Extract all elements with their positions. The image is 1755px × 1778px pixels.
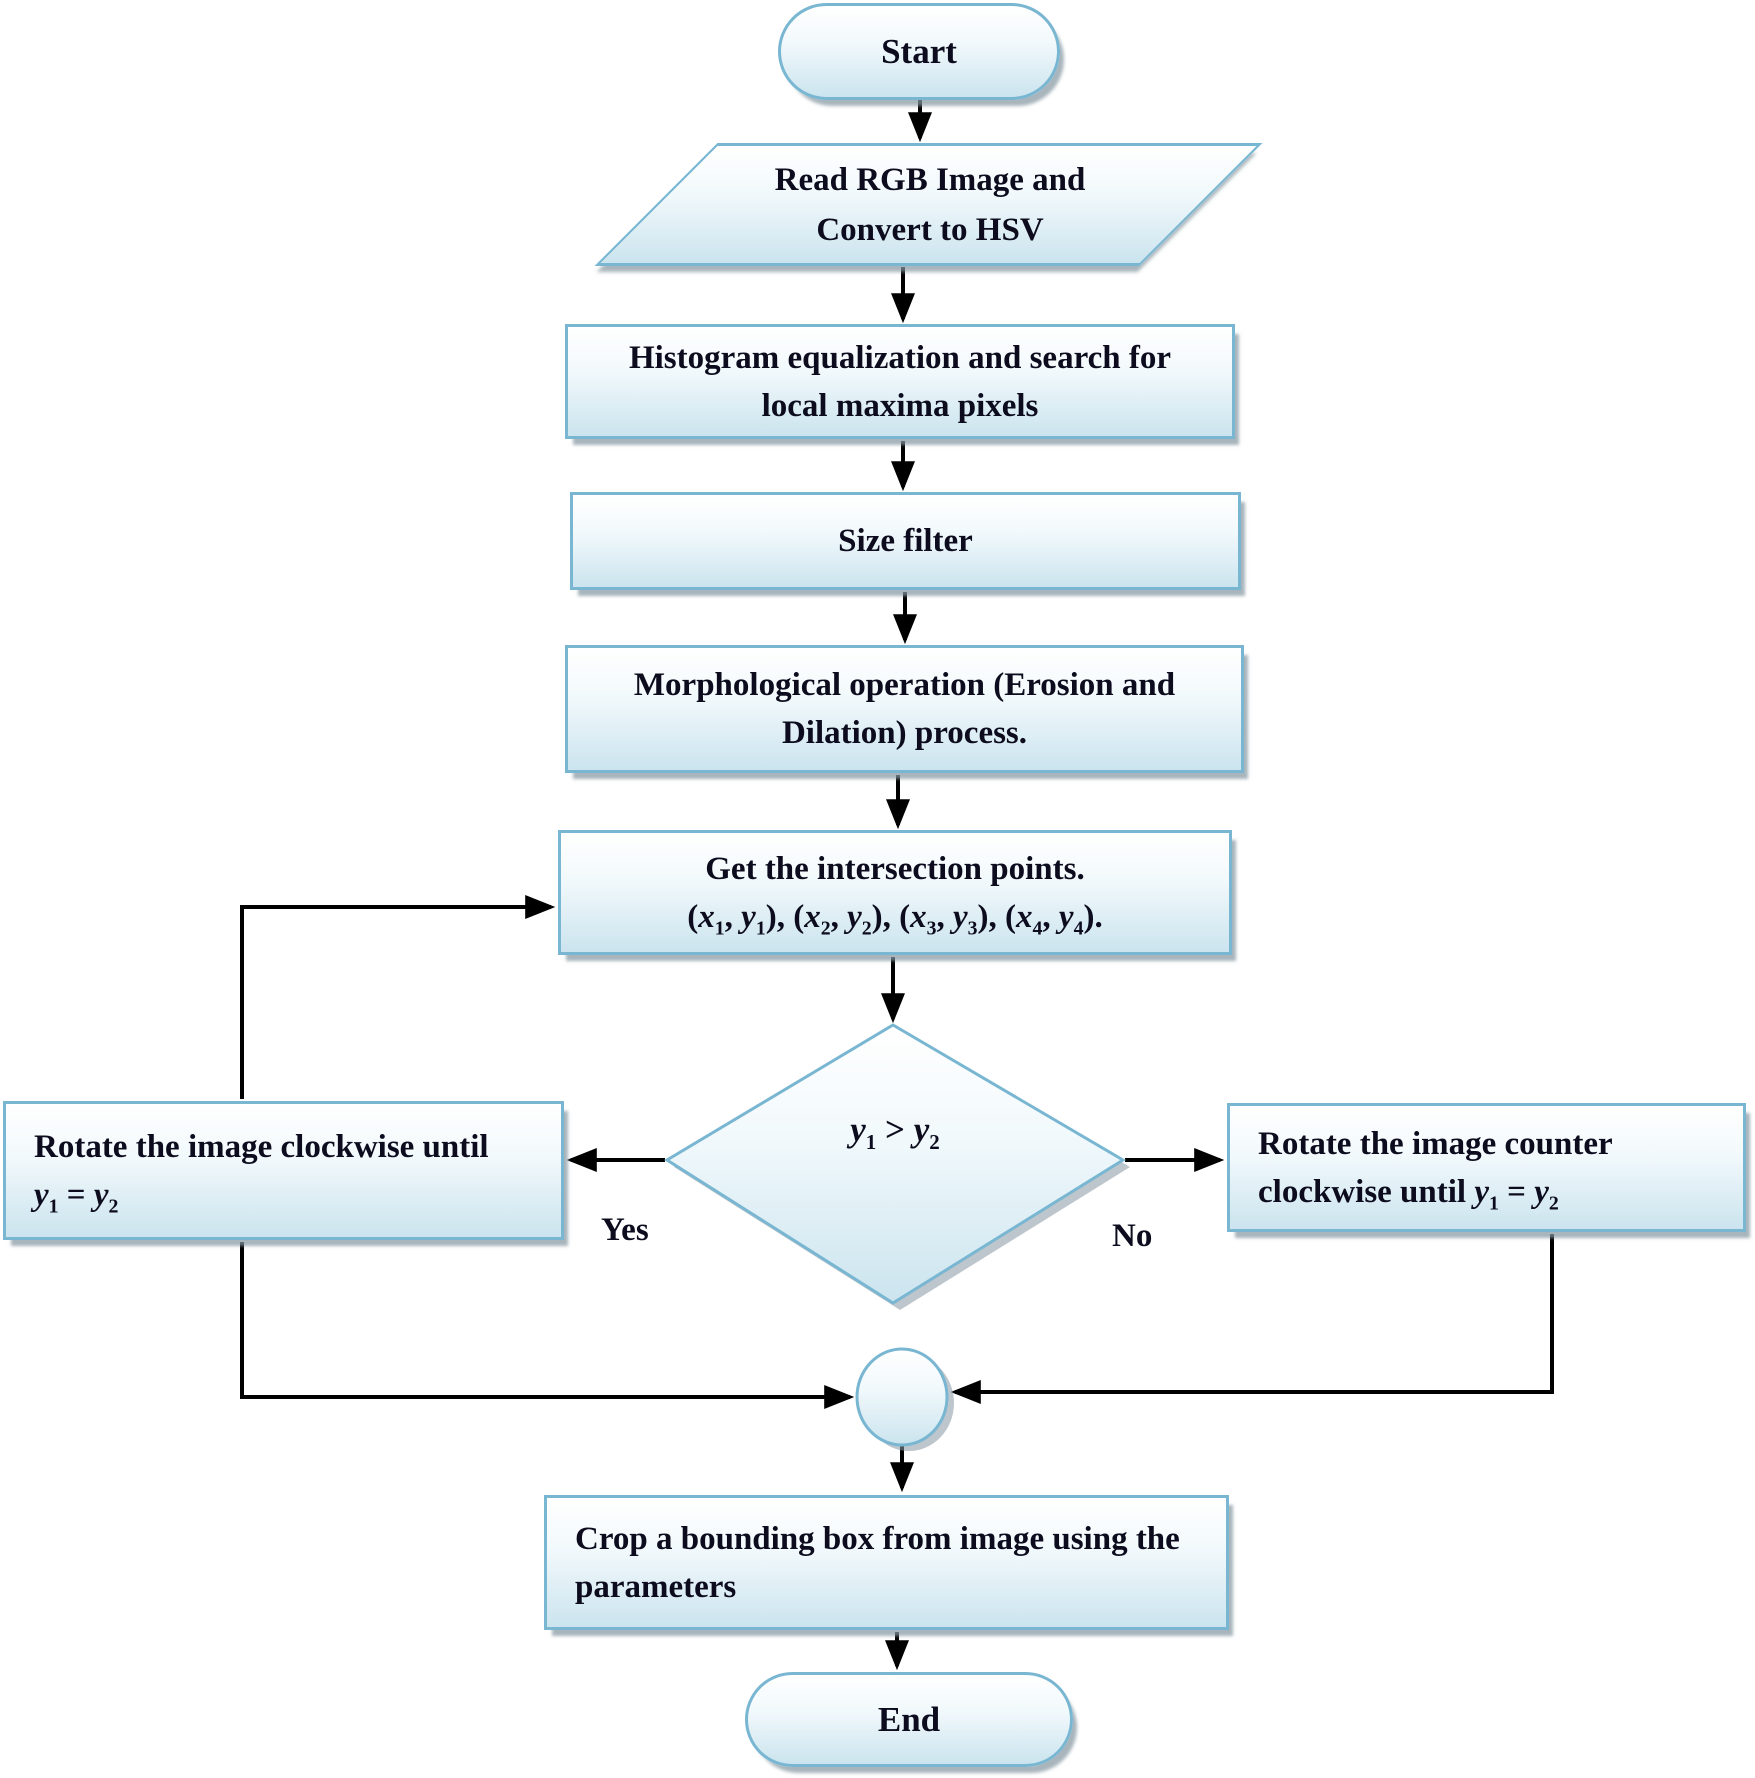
decision-diamond	[664, 1023, 1130, 1310]
edge-label-yes: Yes	[601, 1212, 649, 1249]
node-end: End	[745, 1672, 1073, 1767]
node-start: Start	[778, 3, 1060, 100]
node-size-filter-label: Size filter	[838, 523, 973, 559]
node-crop-line1: Crop a bounding box from image using the	[575, 1520, 1180, 1557]
edge-label-yes-text: Yes	[601, 1212, 649, 1248]
node-crop: Crop a bounding box from image using the…	[544, 1495, 1229, 1630]
edge-label-no-text: No	[1112, 1218, 1153, 1254]
node-start-label: Start	[881, 31, 957, 71]
node-intersection-line2: (x1, y1), (x2, y2), (x3, y3), (x4, y4).	[687, 898, 1103, 940]
node-rotate-counter-line2: clockwise until y1 = y2	[1258, 1173, 1559, 1215]
node-morphology-line1: Morphological operation (Erosion and	[633, 667, 1176, 703]
node-intersection: Get the intersection points. (x1, y1), (…	[558, 830, 1232, 955]
node-crop-line2: parameters	[575, 1568, 737, 1605]
node-end-label: End	[877, 1699, 941, 1739]
node-histogram-line1: Histogram equalization and search for	[628, 339, 1172, 376]
node-histogram-line2: local maxima pixels	[761, 387, 1039, 424]
node-intersection-line1: Get the intersection points.	[705, 850, 1085, 887]
edge-loopback-to-intersection	[240, 895, 556, 1099]
junction-circle	[855, 1347, 954, 1451]
node-morphology-line2: Dilation) process.	[781, 715, 1028, 751]
node-histogram: Histogram equalization and search for lo…	[565, 324, 1235, 439]
node-size-filter: Size filter	[570, 492, 1241, 590]
node-rotate-clockwise: Rotate the image clockwise until y1 = y2	[3, 1101, 564, 1240]
node-morphology: Morphological operation (Erosion and Dil…	[565, 645, 1244, 773]
edge-label-no: No	[1112, 1218, 1152, 1255]
edge-rotatecw-to-junction	[240, 1242, 855, 1409]
node-read-convert-line2: Convert to HSV	[816, 212, 1044, 248]
node-read-convert-text: Read RGB Image and Convert to HSV	[620, 145, 1240, 265]
node-rotate-counter: Rotate the image counter clockwise until…	[1227, 1103, 1746, 1232]
node-decision-label: y1 > y2	[667, 1098, 1123, 1162]
node-rotate-clockwise-line1: Rotate the image clockwise until	[34, 1128, 489, 1165]
edge-rotateccw-to-junction	[950, 1234, 1554, 1404]
node-read-convert-line1: Read RGB Image and	[774, 162, 1086, 198]
node-rotate-clockwise-line2: y1 = y2	[34, 1176, 119, 1218]
node-rotate-counter-line1: Rotate the image counter	[1258, 1125, 1613, 1162]
node-decision-text: y1 > y2	[850, 1110, 940, 1154]
